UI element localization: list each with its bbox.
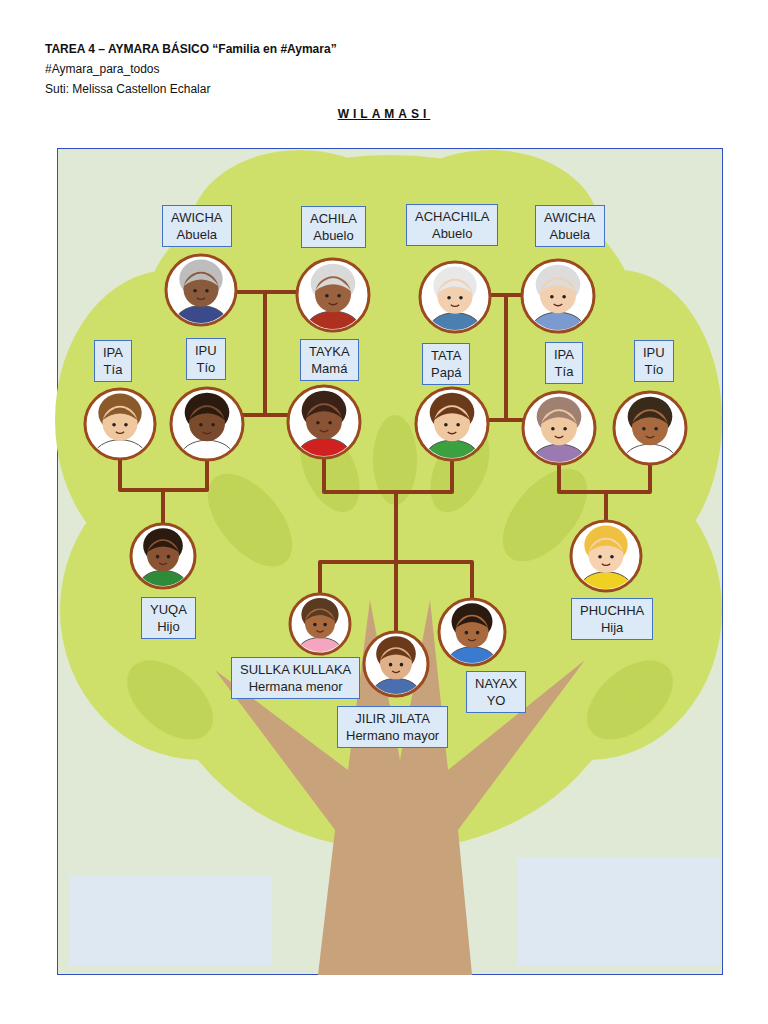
portrait — [420, 262, 490, 348]
portrait — [614, 392, 686, 480]
spanish-word: Tío — [195, 359, 217, 376]
label-box: IPUTío — [186, 338, 226, 380]
aymara-word: ACHILA — [310, 210, 357, 227]
aymara-word: YUQA — [150, 601, 187, 618]
spanish-word: Mamá — [309, 360, 350, 377]
aymara-word: IPA — [554, 346, 574, 363]
label-box: AWICHAAbuela — [535, 205, 605, 247]
label-box: IPUTío — [634, 340, 674, 382]
spanish-word: Abuelo — [310, 227, 357, 244]
label-box: JILIR JILATAHermano mayor — [337, 706, 448, 748]
portrait — [416, 388, 488, 476]
label-box: IPATía — [545, 342, 583, 384]
portrait — [571, 521, 641, 607]
aymara-word: IPU — [195, 342, 217, 359]
header-line: TAREA 4 – AYMARA BÁSICO “Familia en #Aym… — [45, 42, 337, 56]
spanish-word: Tía — [554, 363, 574, 380]
aymara-word: ACHACHILA — [415, 208, 489, 225]
label-box: AWICHAAbuela — [162, 205, 232, 247]
label-box: IPATía — [94, 340, 132, 382]
spanish-word: Tía — [103, 361, 123, 378]
spanish-word: Hermana menor — [240, 678, 351, 695]
aymara-word: IPU — [643, 344, 665, 361]
portrait — [131, 524, 195, 602]
spanish-word: Abuela — [544, 226, 596, 243]
portrait — [171, 388, 243, 476]
label-box: ACHACHILAAbuelo — [406, 204, 498, 246]
spanish-word: Tío — [643, 361, 665, 378]
spanish-word: Papá — [431, 364, 461, 381]
spanish-word: Hijo — [150, 618, 187, 635]
label-box: PHUCHHAHija — [571, 598, 653, 640]
aymara-word: AWICHA — [544, 209, 596, 226]
spanish-word: Abuela — [171, 226, 223, 243]
portrait — [166, 255, 236, 341]
label-box: TATAPapá — [422, 343, 470, 385]
label-box: SULLKA KULLAKAHermana menor — [231, 657, 360, 699]
aymara-word: TAYKA — [309, 343, 350, 360]
label-box: YUQAHijo — [141, 597, 196, 639]
spanish-word: YO — [475, 692, 517, 709]
portrait — [297, 259, 369, 347]
aymara-word: SULLKA KULLAKA — [240, 661, 351, 678]
portrait — [288, 386, 360, 474]
header-line: Suti: Melissa Castellon Echalar — [45, 82, 210, 96]
portrait — [85, 389, 155, 475]
aymara-word: JILIR JILATA — [346, 710, 439, 727]
aymara-word: PHUCHHA — [580, 602, 644, 619]
label-box: ACHILAAbuelo — [301, 206, 366, 248]
aymara-word: NAYAX — [475, 675, 517, 692]
portrait — [523, 392, 595, 480]
spanish-word: Hermano mayor — [346, 727, 439, 744]
aymara-word: AWICHA — [171, 209, 223, 226]
portrait — [364, 632, 428, 710]
portrait — [522, 260, 594, 348]
header-line: #Aymara_para_todos — [45, 62, 160, 76]
label-box: TAYKAMamá — [300, 339, 359, 381]
spanish-word: Abuelo — [415, 225, 489, 242]
label-box: NAYAXYO — [466, 671, 526, 713]
aymara-word: TATA — [431, 347, 461, 364]
spanish-word: Hija — [580, 619, 644, 636]
title: WILAMASI — [338, 107, 431, 121]
aymara-word: IPA — [103, 344, 123, 361]
portrait — [439, 599, 505, 680]
